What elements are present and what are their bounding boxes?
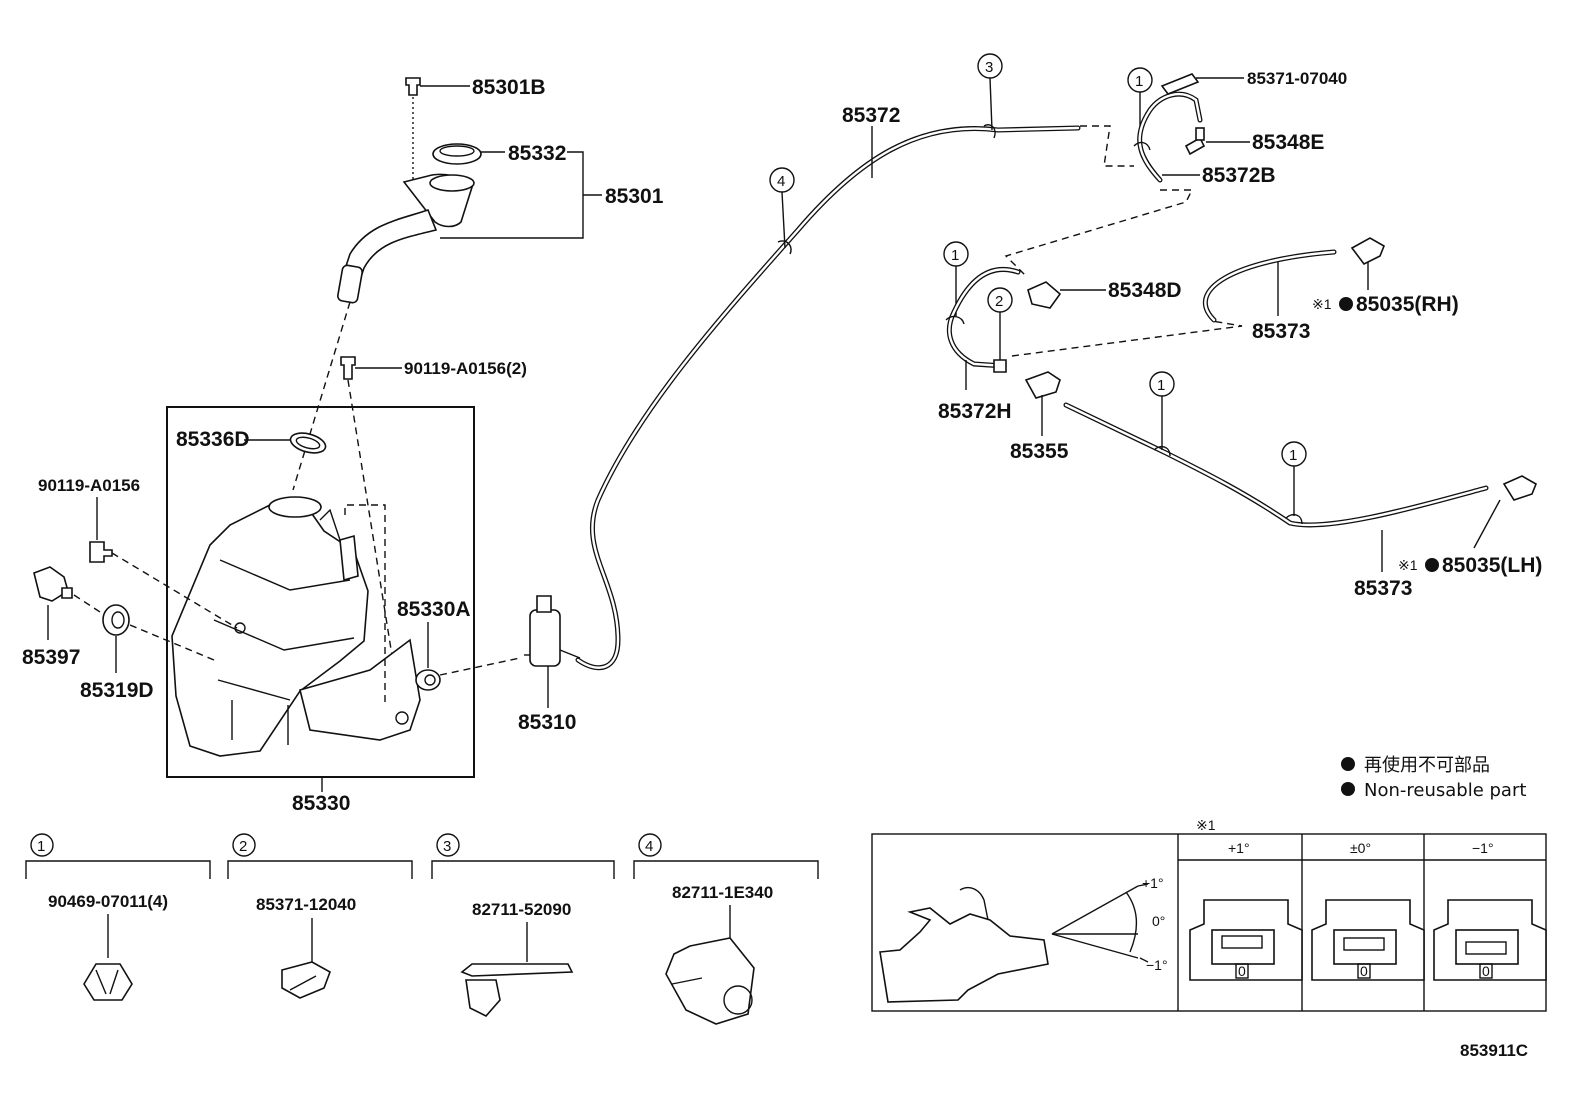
label-85372H: 85372H [938, 400, 1012, 423]
aim-header-1: +1° [1228, 840, 1250, 856]
filler-neck-85301 [337, 173, 475, 304]
clip-part-1: 90469-07011(4) [48, 892, 168, 911]
washer-hose-85372 [575, 125, 1081, 671]
clip-part-3: 82711-52090 [472, 900, 571, 919]
svg-text:3: 3 [985, 59, 993, 76]
label-85301B: 85301B [472, 76, 546, 99]
legend-jp: 再使用不可部品 [1364, 755, 1490, 776]
hose-85372B [1133, 91, 1203, 183]
clip-part-4: 82711-1E340 [672, 883, 773, 902]
joint-85348E [1184, 127, 1206, 156]
label-90119-A0156-2: 90119-A0156(2) [404, 359, 527, 378]
clip-legend-4: 4 82711-1E340 [633, 833, 819, 1025]
aim-angle-zero: 0° [1152, 913, 1165, 929]
filler-cap-bolt-85301B [405, 77, 470, 96]
svg-text:1: 1 [37, 838, 45, 855]
clip-part-2: 85371-12040 [256, 895, 356, 914]
washer-tank-85330 [171, 496, 421, 757]
nozzle-side-view [879, 883, 1149, 1003]
label-85336D: 85336D [176, 428, 250, 451]
nozzle-face-zero: 0 [1311, 899, 1425, 981]
label-85330: 85330 [292, 792, 350, 815]
label-85330A: 85330A [397, 598, 471, 621]
svg-text:1: 1 [1135, 73, 1143, 90]
nozzle-face-minus1: 0 [1433, 899, 1547, 981]
hose-85373-rh [1202, 249, 1337, 323]
aim-angle-minus: −1° [1146, 957, 1168, 973]
label-85301: 85301 [605, 185, 664, 208]
hose-85372H [945, 266, 1021, 369]
label-85373-a: 85373 [1252, 320, 1310, 343]
label-90119-A0156: 90119-A0156 [38, 476, 140, 495]
clip-legend-1: 1 90469-07011(4) [25, 833, 211, 1001]
svg-text:3: 3 [443, 838, 451, 855]
clip-85371-07040 [1160, 73, 1200, 95]
aim-table-note: ※1 [1196, 817, 1216, 833]
grommet-85330A [415, 669, 441, 691]
label-85332: 85332 [508, 142, 566, 165]
nozzle-85035-rh [1350, 237, 1386, 266]
bolt-90119-A0156 [89, 541, 113, 563]
aim-angle-plus: +1° [1142, 875, 1164, 891]
svg-text:0: 0 [1482, 963, 1490, 979]
svg-text:0: 0 [1360, 963, 1368, 979]
label-85372B: 85372B [1202, 164, 1276, 187]
aim-header-2: ±0° [1350, 840, 1371, 856]
check-valve-85355 [1024, 371, 1061, 399]
washer-pump-85310 [524, 595, 581, 667]
grommet-85319D [102, 604, 130, 636]
label-85355: 85355 [1010, 440, 1069, 463]
non-reusable-dot-rh [1339, 297, 1353, 311]
bolt-90119-A0156-2 [340, 356, 402, 380]
level-sensor-85397 [33, 566, 73, 602]
joint-85348D [1027, 281, 1062, 309]
svg-text:※1: ※1 [1398, 557, 1418, 573]
label-85397: 85397 [22, 646, 80, 669]
label-85035-rh: 85035(RH) [1356, 293, 1459, 316]
svg-text:4: 4 [645, 838, 653, 855]
label-85373-b: 85373 [1354, 577, 1412, 600]
aim-header-3: −1° [1472, 840, 1494, 856]
nozzle-85035-lh [1502, 475, 1538, 501]
svg-text:2: 2 [995, 293, 1003, 310]
legend-dot-en [1341, 782, 1355, 796]
filler-cap-85332 [432, 143, 505, 165]
nozzle-face-plus1: 0 [1189, 899, 1303, 981]
label-85348D: 85348D [1108, 279, 1182, 302]
label-85319D: 85319D [80, 679, 154, 702]
label-85310: 85310 [518, 711, 576, 734]
tank-assembly-box [166, 406, 475, 778]
hose-85373-lh [1063, 402, 1489, 528]
legend-dot-jp [1341, 757, 1355, 771]
svg-text:1: 1 [1289, 447, 1297, 464]
svg-text:1: 1 [1157, 377, 1165, 394]
label-85372: 85372 [842, 104, 900, 127]
aim-table [871, 833, 1547, 1012]
diagram-code: 853911C [1460, 1041, 1528, 1060]
svg-text:2: 2 [239, 838, 247, 855]
label-85371-07040: 85371-07040 [1247, 69, 1347, 88]
label-85348E: 85348E [1252, 131, 1324, 154]
clip-legend-2: 2 85371-12040 [227, 833, 413, 999]
svg-text:4: 4 [777, 173, 785, 190]
seal-85336D [289, 432, 327, 454]
svg-text:0: 0 [1238, 963, 1246, 979]
svg-text:1: 1 [951, 247, 959, 264]
clip-legend-3: 3 82711-52090 [431, 833, 615, 1017]
label-85035-lh: 85035(LH) [1442, 554, 1542, 577]
non-reusable-dot-lh [1425, 558, 1439, 572]
svg-text:※1: ※1 [1312, 296, 1332, 312]
legend-en: Non-reusable part [1364, 780, 1526, 801]
